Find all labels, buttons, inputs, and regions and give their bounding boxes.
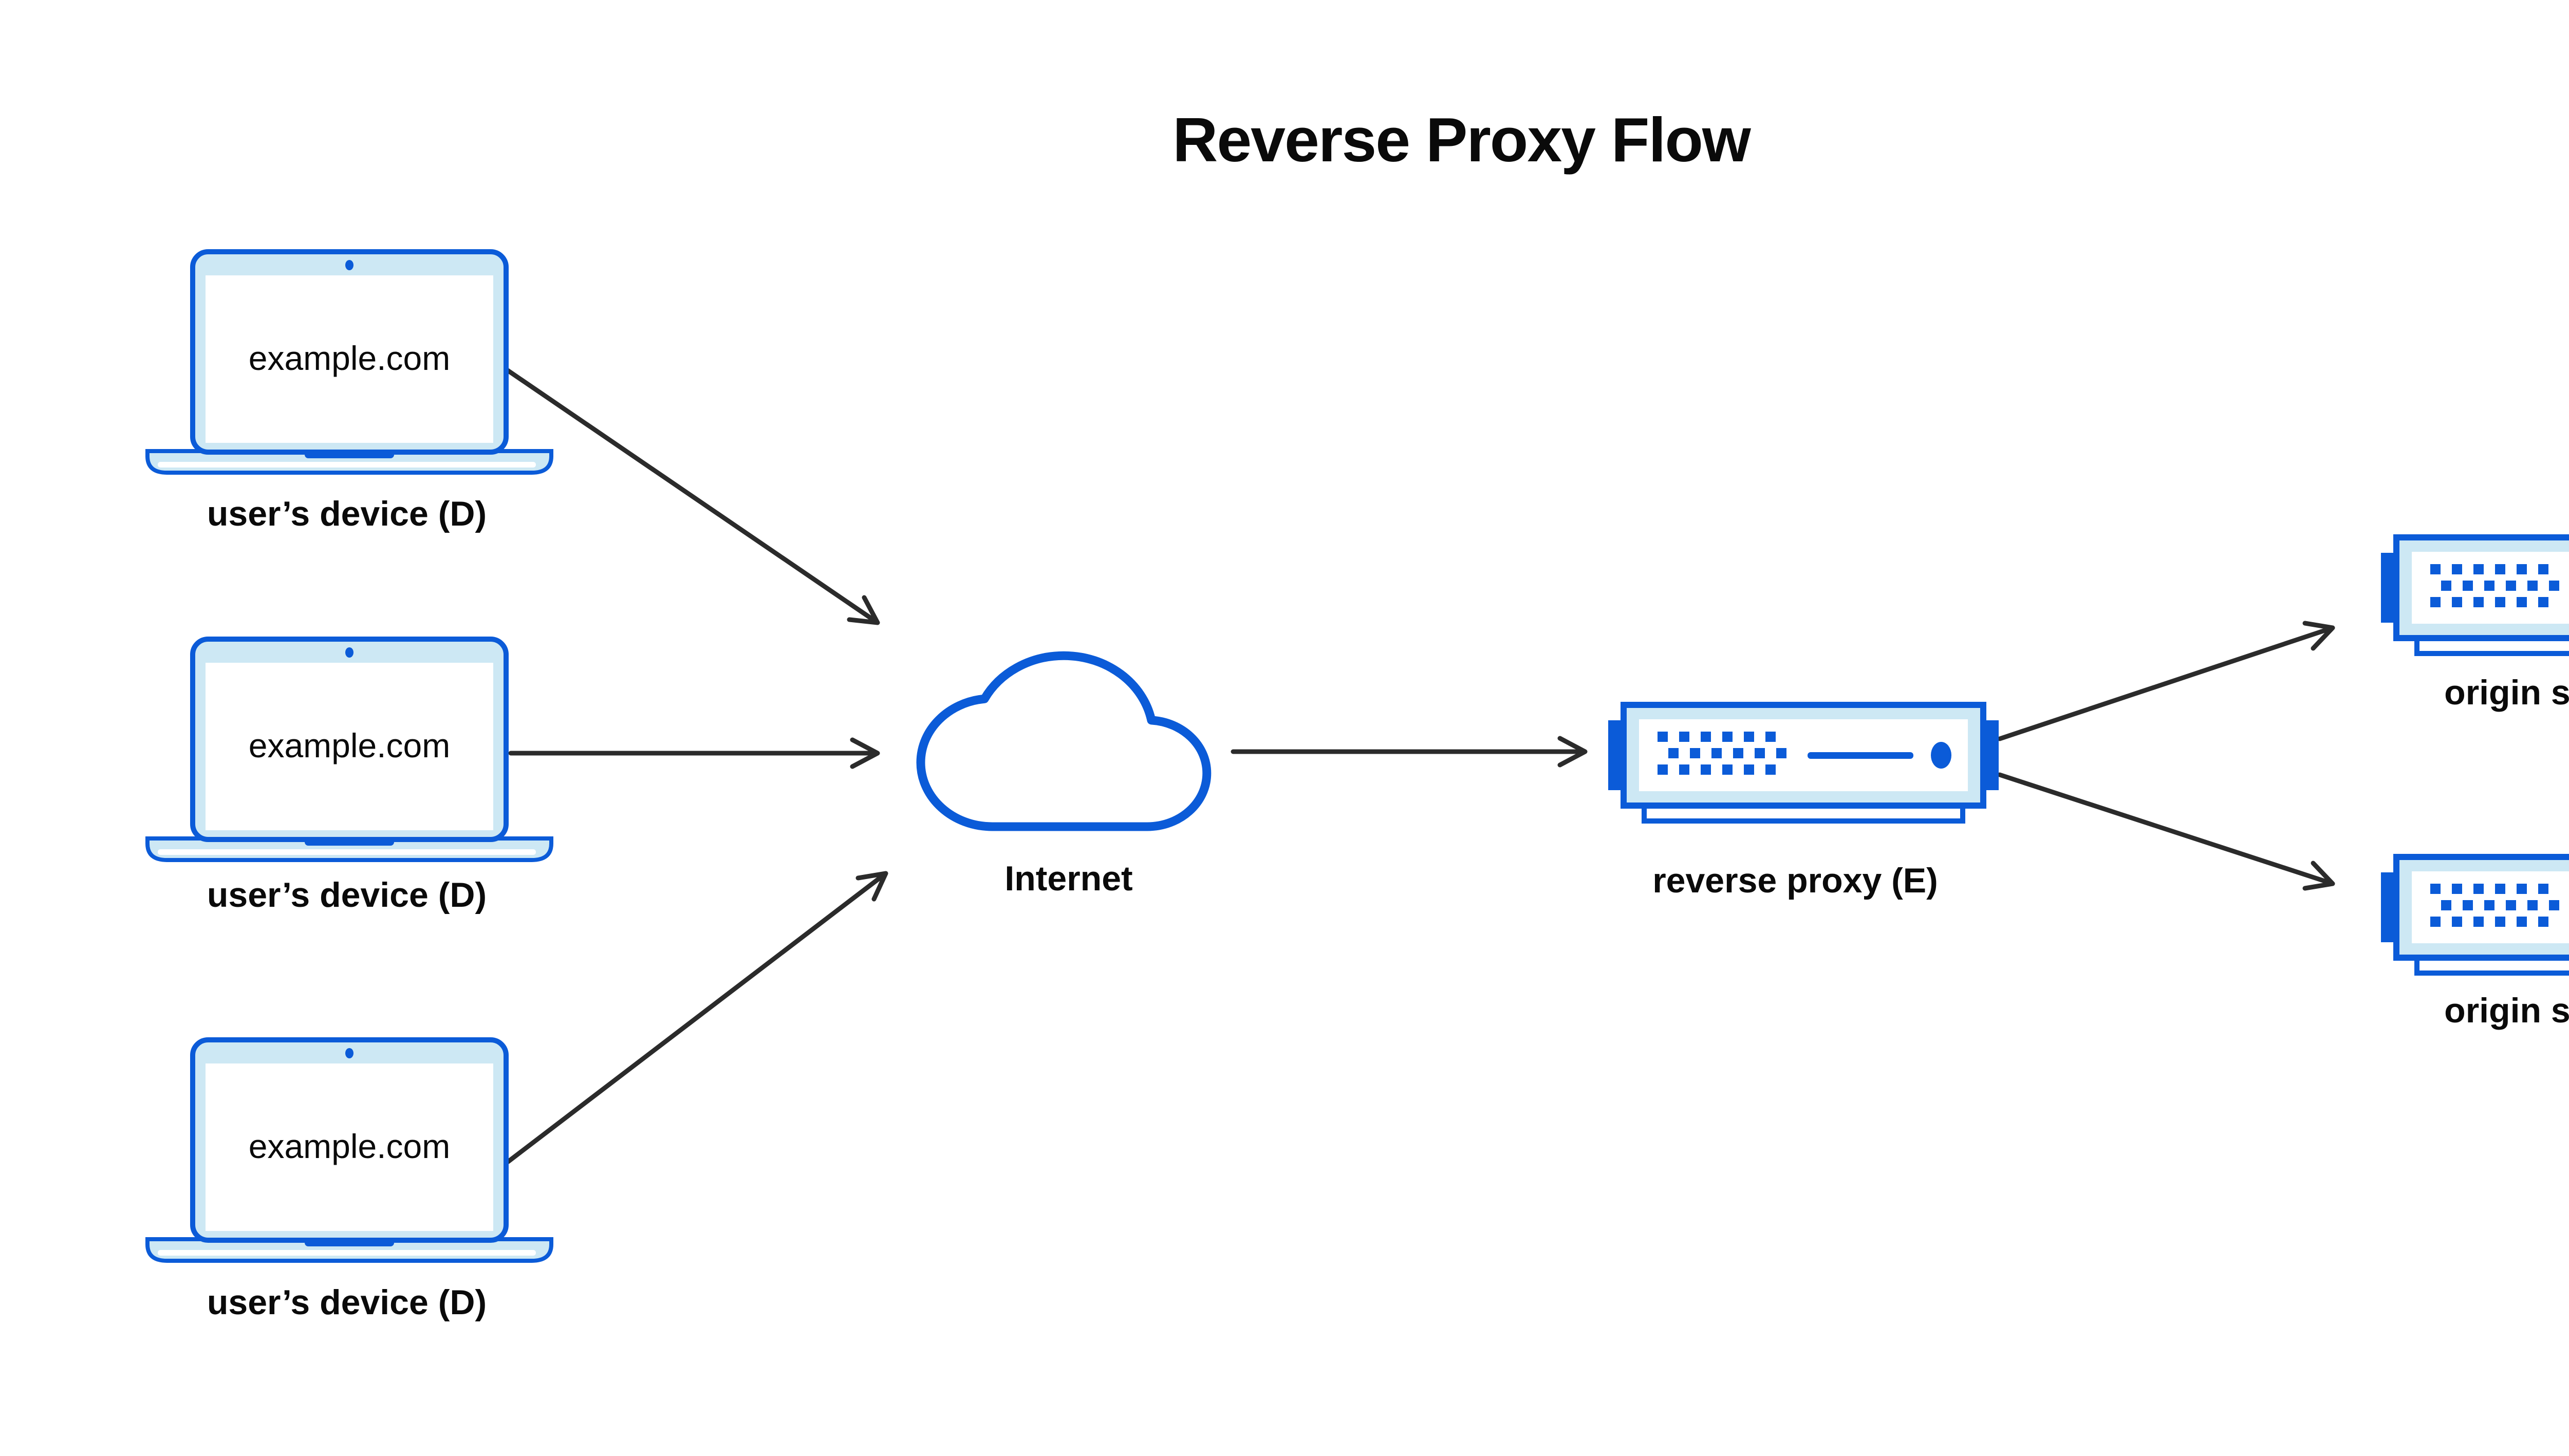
diagram-title: Reverse Proxy Flow <box>1172 105 1752 175</box>
device-screen-url: example.com <box>249 726 451 764</box>
origin-server-caption: origin server (F) <box>2444 673 2569 712</box>
device-caption: user’s device (D) <box>207 494 487 533</box>
cloud-icon <box>921 656 1207 827</box>
arrow-device3-to-internet <box>506 871 888 1164</box>
arrow-device1-to-internet <box>498 363 880 625</box>
user-device-2: example.com user’s device (D) <box>147 639 551 914</box>
device-screen-url: example.com <box>249 1127 451 1165</box>
arrow-internet-to-proxy <box>1231 736 1588 768</box>
origin-server-caption: origin server (F) <box>2444 991 2569 1030</box>
arrow-proxy-to-origin1 <box>1997 621 2335 741</box>
user-device-3: example.com user’s device (D) <box>147 1040 551 1322</box>
user-device-1: example.com user’s device (D) <box>147 252 551 533</box>
origin-server-2: origin server (F) <box>2381 857 2569 1030</box>
connection-arrows <box>498 363 2335 1164</box>
reverse-proxy: reverse proxy (E) <box>1608 705 1999 900</box>
origin-server-1: origin server (F) <box>2381 537 2569 712</box>
server-icon <box>2381 537 2569 654</box>
arrow-device2-to-internet <box>508 737 880 769</box>
device-screen-url: example.com <box>249 339 451 377</box>
internet: Internet <box>921 656 1207 898</box>
internet-caption: Internet <box>1004 859 1132 898</box>
reverse-proxy-caption: reverse proxy (E) <box>1652 861 1938 900</box>
server-icon <box>1608 705 1999 821</box>
device-caption: user’s device (D) <box>207 1283 487 1322</box>
device-caption: user’s device (D) <box>207 875 487 914</box>
server-icon <box>2381 857 2569 973</box>
arrow-proxy-to-origin2 <box>1997 772 2335 891</box>
